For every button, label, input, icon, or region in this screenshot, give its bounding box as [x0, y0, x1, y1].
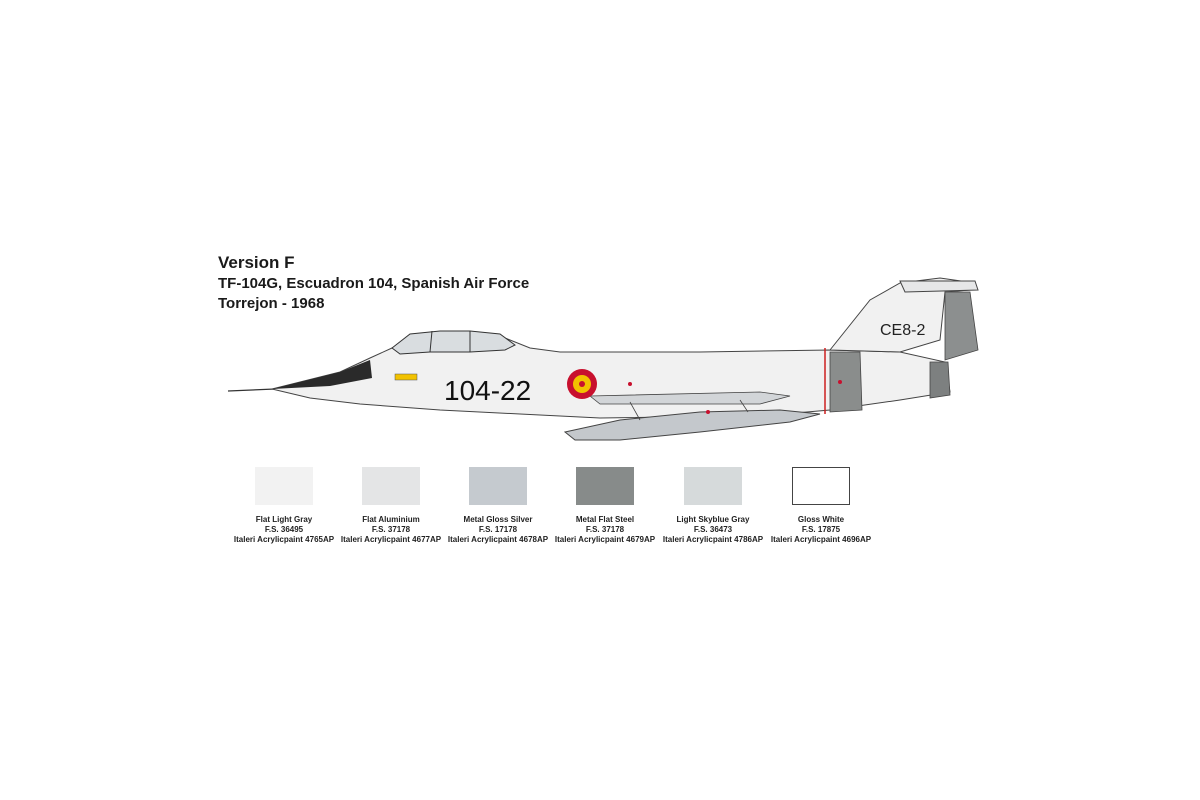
- paint-swatch: Flat Aluminium F.S. 37178 Italeri Acryli…: [337, 467, 445, 545]
- paint-name: Metal Gloss Silver: [463, 515, 533, 524]
- color-chip: [576, 467, 634, 505]
- fuselage-number: 104-22: [444, 375, 531, 406]
- nose-cone: [272, 360, 372, 389]
- paint-name: Flat Light Gray: [255, 515, 313, 524]
- paint-name: Metal Flat Steel: [575, 515, 635, 524]
- paint-swatch: Flat Light Gray F.S. 36495 Italeri Acryl…: [230, 467, 338, 545]
- unit-line: TF-104G, Escuadron 104, Spanish Air Forc…: [218, 275, 530, 292]
- rudder-panel: [944, 291, 979, 361]
- paint-swatch: Metal Flat Steel F.S. 37178 Italeri Acry…: [551, 467, 659, 545]
- horizontal-stabilizer: [899, 280, 979, 293]
- version-title: Version F: [218, 253, 295, 272]
- paint-name: Light Skyblue Gray: [676, 515, 750, 524]
- paint-swatch: Light Skyblue Gray F.S. 36473 Italeri Ac…: [659, 467, 767, 545]
- paint-code: Italeri Acrylicpaint 4679AP: [554, 535, 656, 544]
- marker-dot: [628, 382, 632, 386]
- paint-code: Italeri Acrylicpaint 4786AP: [662, 535, 764, 544]
- color-chip: [792, 467, 850, 505]
- paint-swatch: Gloss White F.S. 17875 Italeri Acrylicpa…: [767, 467, 875, 545]
- pitot-probe: [227, 388, 276, 392]
- exhaust-section: [829, 351, 863, 413]
- paint-swatch: Metal Gloss Silver F.S. 17178 Italeri Ac…: [444, 467, 552, 545]
- paint-code: Italeri Acrylicpaint 4677AP: [340, 535, 442, 544]
- paint-name: Flat Aluminium: [362, 515, 420, 524]
- color-chip: [255, 467, 313, 505]
- paint-code: Italeri Acrylicpaint 4696AP: [770, 535, 872, 544]
- tail-cone: [929, 361, 951, 399]
- color-chip: [469, 467, 527, 505]
- canopy: [391, 330, 516, 355]
- fs-code: F.S. 17875: [801, 525, 841, 534]
- roundel: [567, 369, 597, 399]
- tail-code: CE8-2: [880, 322, 925, 339]
- drop-tank: [563, 409, 821, 441]
- color-chip: [684, 467, 742, 505]
- fs-code: F.S. 36473: [693, 525, 733, 534]
- fs-code: F.S. 36495: [264, 525, 304, 534]
- nose-stencil: [394, 373, 418, 381]
- color-chip: [362, 467, 420, 505]
- wing: [588, 391, 791, 405]
- tank-pylon: [739, 399, 749, 413]
- tank-pylon: [629, 401, 641, 421]
- paint-code: Italeri Acrylicpaint 4678AP: [447, 535, 549, 544]
- fs-code: F.S. 37178: [371, 525, 411, 534]
- fs-code: F.S. 37178: [585, 525, 625, 534]
- paint-code: Italeri Acrylicpaint 4765AP: [233, 535, 335, 544]
- marker-dot: [838, 380, 842, 384]
- fs-code: F.S. 17178: [478, 525, 518, 534]
- caption-block: Version F TF-104G, Escuadron 104, Spanis…: [218, 252, 529, 314]
- paint-swatch-row: Flat Light Gray F.S. 36495 Italeri Acryl…: [230, 467, 910, 557]
- canopy-frame: [429, 330, 433, 353]
- place-date-line: Torrejon - 1968: [218, 295, 325, 312]
- marker-dot: [706, 410, 710, 414]
- paint-name: Gloss White: [797, 515, 845, 524]
